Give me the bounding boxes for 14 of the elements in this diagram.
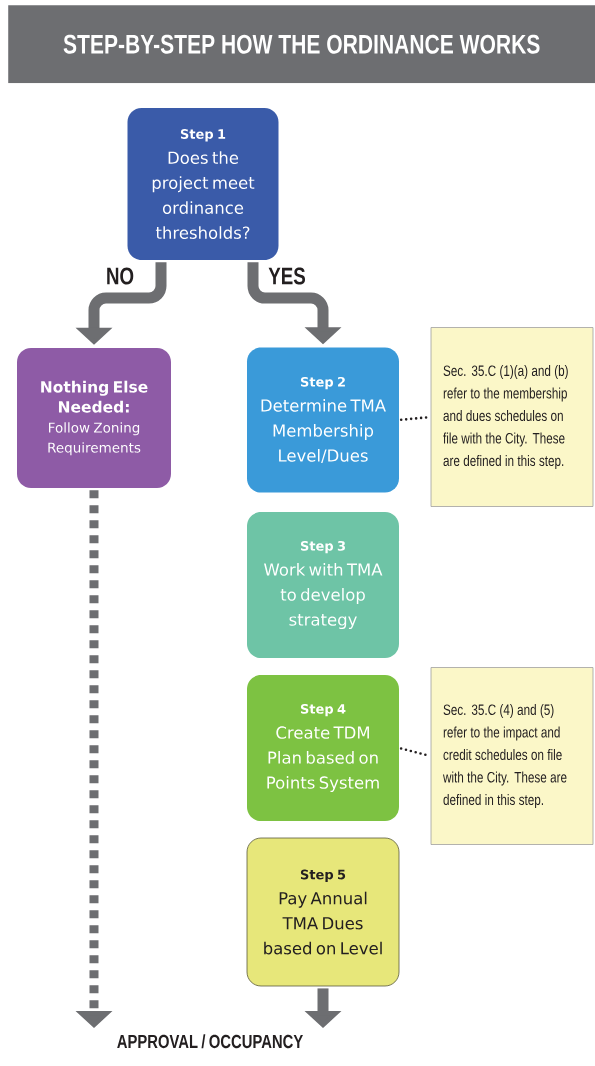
edge-label: YES: [267, 266, 307, 286]
step-box: Step 2 Determine TMA Membership Level/Dues: [247, 347, 399, 493]
connector-line: [399, 416, 429, 422]
connector-line: [399, 747, 429, 757]
step-box: Step 4 Create TDM Plan based on Points System: [247, 675, 399, 821]
step-box: Step 3 Work with TMA to develop strategy: [247, 512, 399, 658]
outcome-label: APPROVAL / OCCUPANCY: [117, 1034, 303, 1049]
step-box: Step 5 Pay Annual TMA Dues based on Level: [246, 837, 400, 987]
outcome-box: Nothing Else Needed: Follow Zoning Requirements: [17, 348, 171, 488]
note-box: Sec. 35.C (4) and (5) refer to the impact and credit schedules on file with the City. These are defined in this step.: [430, 667, 594, 845]
note-box: Sec. 35.C (1)(a) and (b) refer to the membership and dues schedules on file with the City. These are defined in this step.: [430, 327, 594, 507]
edge-label: NO: [104, 266, 136, 286]
title-banner: STEP-BY-STEP HOW THE ORDINANCE WORKS: [8, 5, 595, 84]
step-box: Step 1 Does the project meet ordinance thresholds?: [127, 108, 279, 260]
